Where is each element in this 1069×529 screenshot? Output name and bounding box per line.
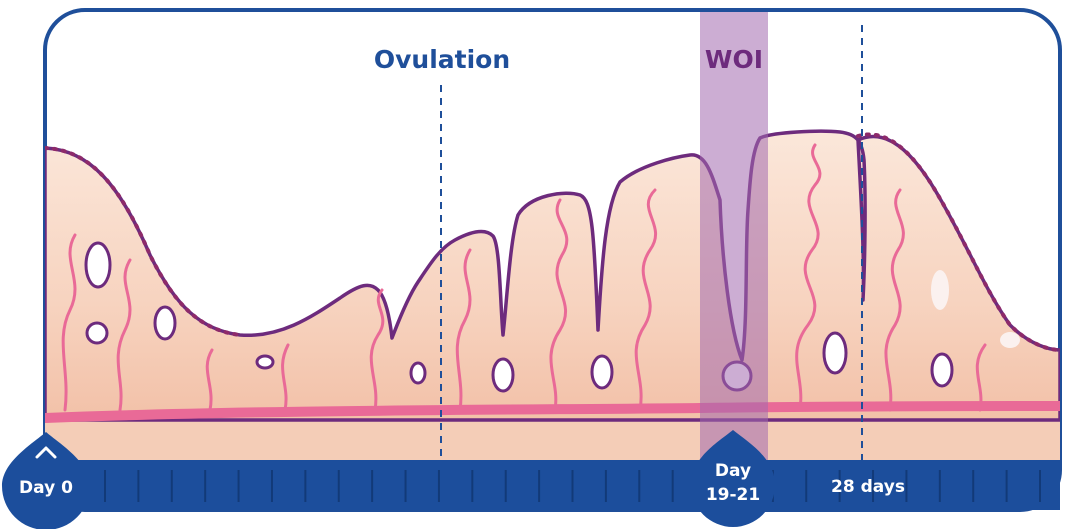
woi-window-band bbox=[700, 12, 768, 462]
chevron-up-icon bbox=[35, 446, 57, 459]
day0-label: Day 0 bbox=[19, 478, 73, 498]
cycle-end-label: 28 days bbox=[831, 477, 905, 497]
day0-marker: Day 0 bbox=[2, 432, 90, 529]
shedding-edge-right bbox=[856, 132, 1060, 352]
ovulation-label: Ovulation bbox=[374, 45, 510, 74]
endometrial-tissue bbox=[45, 129, 1060, 422]
woi-label: WOI bbox=[705, 45, 763, 74]
spiral-arteries bbox=[61, 143, 987, 412]
basal-vessel bbox=[45, 401, 1060, 423]
woi-day-label-line1: Day bbox=[715, 461, 751, 481]
pale-patches bbox=[931, 270, 1020, 348]
woi-day-label-line2: 19-21 bbox=[706, 485, 760, 505]
timeline-bar bbox=[45, 460, 1060, 510]
woi-day-marker: Day 19-21 bbox=[691, 430, 775, 527]
gland-lumens bbox=[84, 241, 954, 393]
shedding-edge-left bbox=[45, 146, 242, 337]
